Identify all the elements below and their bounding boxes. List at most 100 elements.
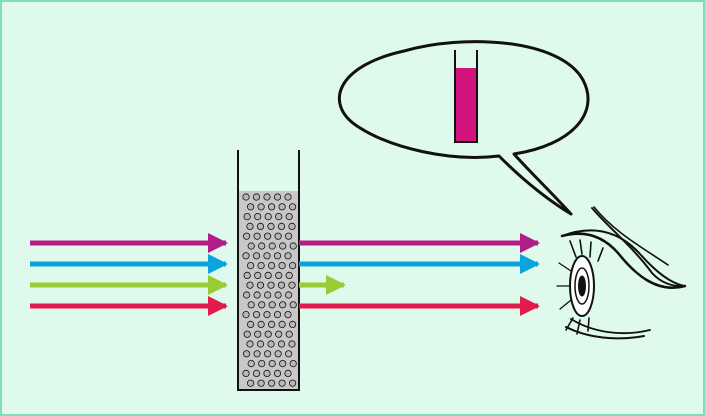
particle bbox=[257, 379, 265, 387]
particle bbox=[247, 301, 255, 309]
particle bbox=[247, 203, 255, 211]
particle bbox=[278, 261, 286, 270]
particle bbox=[242, 252, 250, 260]
particle bbox=[284, 291, 293, 299]
particle bbox=[252, 252, 261, 260]
thought-bubble-outline bbox=[338, 40, 590, 216]
particle bbox=[243, 271, 251, 279]
particle bbox=[288, 261, 297, 270]
particle bbox=[247, 359, 255, 368]
particle bbox=[246, 281, 254, 289]
particle bbox=[267, 281, 275, 289]
particle bbox=[256, 222, 265, 230]
particle bbox=[243, 350, 251, 358]
particle bbox=[284, 252, 292, 260]
particle bbox=[284, 369, 292, 377]
particle bbox=[263, 252, 271, 260]
thought-tube-liquid bbox=[456, 68, 476, 142]
particle bbox=[257, 203, 265, 211]
particle bbox=[263, 350, 272, 358]
eye-icon bbox=[556, 206, 687, 340]
particle bbox=[243, 330, 251, 338]
particle bbox=[258, 359, 266, 368]
suspension-fill bbox=[239, 191, 298, 390]
particle bbox=[256, 281, 265, 289]
particle bbox=[246, 340, 254, 348]
particle bbox=[274, 291, 282, 299]
particle bbox=[273, 310, 282, 319]
particle bbox=[257, 261, 265, 270]
particle bbox=[252, 310, 261, 319]
particle bbox=[258, 242, 266, 250]
particle bbox=[278, 203, 286, 211]
particle bbox=[273, 369, 282, 377]
particle bbox=[275, 330, 283, 338]
particle bbox=[242, 369, 250, 377]
particle bbox=[267, 203, 276, 211]
sample-test-tube bbox=[237, 150, 300, 391]
particle bbox=[268, 242, 276, 250]
transmitted-beams bbox=[299, 233, 540, 316]
particle bbox=[279, 359, 287, 368]
thought-bubble bbox=[338, 40, 590, 216]
particle bbox=[275, 213, 283, 221]
particle bbox=[275, 271, 283, 279]
particle bbox=[247, 261, 255, 270]
particle bbox=[263, 232, 272, 240]
particle bbox=[285, 213, 293, 221]
particle bbox=[243, 291, 251, 299]
particle bbox=[278, 320, 286, 328]
particle bbox=[277, 222, 286, 230]
particle bbox=[252, 193, 261, 201]
particle bbox=[289, 359, 297, 368]
particle bbox=[278, 379, 286, 387]
particle bbox=[252, 369, 261, 377]
particle bbox=[253, 350, 261, 358]
particle bbox=[263, 369, 271, 377]
particle bbox=[243, 232, 251, 240]
particle bbox=[247, 242, 255, 250]
particle bbox=[264, 330, 272, 338]
particle bbox=[263, 193, 271, 201]
particle bbox=[288, 281, 296, 289]
particle bbox=[284, 310, 292, 319]
particle bbox=[264, 271, 272, 279]
particle bbox=[242, 310, 250, 319]
particle bbox=[242, 193, 250, 201]
particle bbox=[254, 330, 262, 338]
particle bbox=[279, 242, 287, 250]
particle bbox=[273, 252, 282, 260]
particle bbox=[258, 301, 266, 309]
particle bbox=[267, 340, 275, 348]
particle bbox=[289, 242, 297, 250]
particle bbox=[256, 340, 265, 348]
particle bbox=[273, 193, 282, 201]
particle bbox=[277, 340, 286, 348]
particle bbox=[246, 222, 254, 230]
particle bbox=[267, 379, 276, 387]
particle bbox=[268, 301, 276, 309]
suspended-particles bbox=[242, 193, 297, 387]
particle bbox=[268, 359, 276, 368]
particle bbox=[288, 379, 297, 387]
particle bbox=[288, 340, 296, 348]
particle bbox=[288, 203, 297, 211]
particle bbox=[284, 350, 293, 358]
particle bbox=[253, 232, 261, 240]
test-tube-outline bbox=[237, 150, 300, 391]
particle bbox=[264, 213, 272, 221]
particle bbox=[263, 291, 272, 299]
particle bbox=[253, 291, 261, 299]
particle bbox=[285, 330, 293, 338]
particle bbox=[274, 350, 282, 358]
particle bbox=[247, 320, 255, 328]
particle bbox=[254, 213, 262, 221]
particle bbox=[284, 193, 292, 201]
particle bbox=[257, 320, 265, 328]
incoming-beams bbox=[30, 233, 228, 316]
particle bbox=[284, 232, 293, 240]
particle bbox=[263, 310, 271, 319]
